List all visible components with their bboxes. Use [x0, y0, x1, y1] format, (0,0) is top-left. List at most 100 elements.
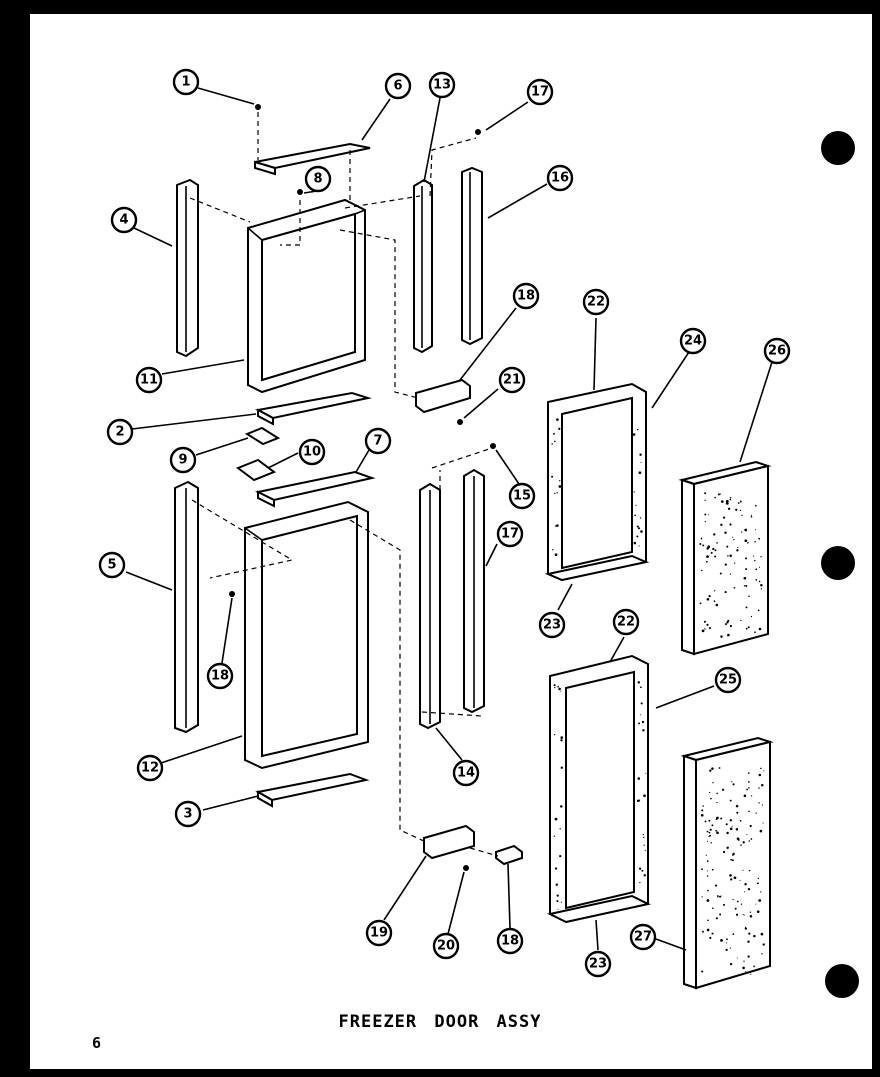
texture-speck — [704, 492, 707, 495]
texture-speck — [755, 568, 758, 571]
texture-speck — [712, 907, 714, 909]
texture-speck — [726, 545, 729, 548]
texture-speck — [636, 525, 639, 528]
texture-speck — [760, 556, 762, 558]
texture-speck — [743, 914, 745, 916]
texture-speck — [760, 891, 762, 893]
texture-speck — [708, 594, 711, 598]
texture-speck — [707, 889, 709, 892]
texture-speck — [553, 733, 556, 736]
side-trim-rail — [174, 480, 199, 734]
texture-speck — [744, 927, 748, 930]
texture-speck — [556, 492, 558, 494]
texture-speck — [756, 882, 759, 885]
screw — [457, 419, 463, 425]
texture-speck — [638, 867, 642, 870]
texture-speck — [729, 874, 732, 877]
callout-10: 10 — [298, 438, 326, 466]
svg-text:17: 17 — [501, 527, 519, 542]
texture-speck — [750, 515, 753, 518]
texture-speck — [554, 686, 556, 689]
svg-text:12: 12 — [141, 761, 159, 776]
svg-text:20: 20 — [437, 939, 455, 954]
texture-speck — [739, 509, 742, 512]
texture-speck — [636, 535, 639, 538]
svg-text:23: 23 — [589, 957, 607, 972]
texture-speck — [703, 620, 706, 623]
texture-speck — [739, 879, 741, 881]
texture-speck — [716, 542, 718, 544]
binder-hole-top — [821, 131, 855, 165]
texture-speck — [760, 767, 762, 770]
texture-speck — [754, 540, 756, 543]
texture-speck — [706, 830, 709, 833]
insulation-panel — [680, 736, 774, 990]
texture-speck — [558, 485, 562, 488]
texture-speck — [707, 919, 709, 921]
texture-speck — [554, 553, 558, 557]
texture-speck — [748, 840, 751, 842]
screw — [229, 591, 235, 597]
texture-speck — [640, 702, 643, 705]
texture-speck — [560, 736, 564, 739]
callout-7: 7 — [364, 427, 392, 455]
callout-17: 17 — [496, 520, 524, 548]
texture-speck — [720, 523, 723, 526]
texture-speck — [557, 908, 559, 910]
texture-speck — [758, 580, 761, 583]
texture-speck — [702, 805, 704, 807]
texture-speck — [559, 828, 561, 830]
texture-speck — [745, 557, 747, 560]
texture-speck — [721, 500, 724, 503]
leader-lines — [125, 87, 773, 951]
texture-speck — [743, 960, 745, 962]
hinge-bracket — [415, 378, 471, 414]
callout-12: 12 — [136, 754, 164, 782]
texture-speck — [725, 499, 729, 503]
texture-speck — [726, 846, 729, 850]
texture-speck — [744, 891, 746, 893]
texture-speck — [706, 840, 709, 842]
texture-speck — [719, 913, 722, 916]
texture-speck — [742, 869, 744, 871]
texture-speck — [708, 626, 711, 630]
svg-text:24: 24 — [684, 334, 702, 349]
texture-speck — [753, 934, 756, 938]
texture-speck — [750, 514, 753, 516]
callout-8: 8 — [304, 165, 332, 193]
texture-speck — [711, 868, 714, 871]
page-number: 6 — [92, 1034, 102, 1052]
texture-speck — [632, 433, 636, 436]
texture-speck — [701, 970, 704, 973]
texture-speck — [712, 782, 714, 784]
screw — [475, 129, 481, 135]
texture-speck — [702, 932, 704, 934]
texture-speck — [745, 971, 747, 973]
texture-speck — [749, 824, 752, 828]
svg-text:22: 22 — [617, 615, 635, 630]
texture-speck — [745, 627, 748, 630]
texture-speck — [736, 828, 738, 830]
texture-speck — [754, 559, 756, 562]
svg-text:7: 7 — [373, 434, 382, 449]
callout-9: 9 — [169, 446, 197, 474]
texture-speck — [724, 563, 727, 566]
texture-speck — [748, 787, 750, 789]
texture-speck — [724, 623, 727, 626]
texture-speck — [725, 502, 729, 505]
texture-speck — [717, 896, 719, 898]
texture-speck — [720, 939, 723, 942]
texture-speck — [747, 940, 750, 943]
texture-speck — [708, 514, 709, 516]
lower-door-frame — [244, 500, 369, 770]
texture-speck — [711, 824, 714, 827]
texture-speck — [721, 788, 725, 791]
texture-speck — [714, 555, 717, 558]
texture-speck — [560, 901, 562, 903]
texture-speck — [644, 850, 646, 852]
texture-speck — [726, 942, 728, 944]
svg-text:5: 5 — [107, 558, 116, 573]
texture-speck — [716, 792, 718, 795]
texture-speck — [734, 562, 736, 564]
texture-speck — [707, 545, 711, 549]
